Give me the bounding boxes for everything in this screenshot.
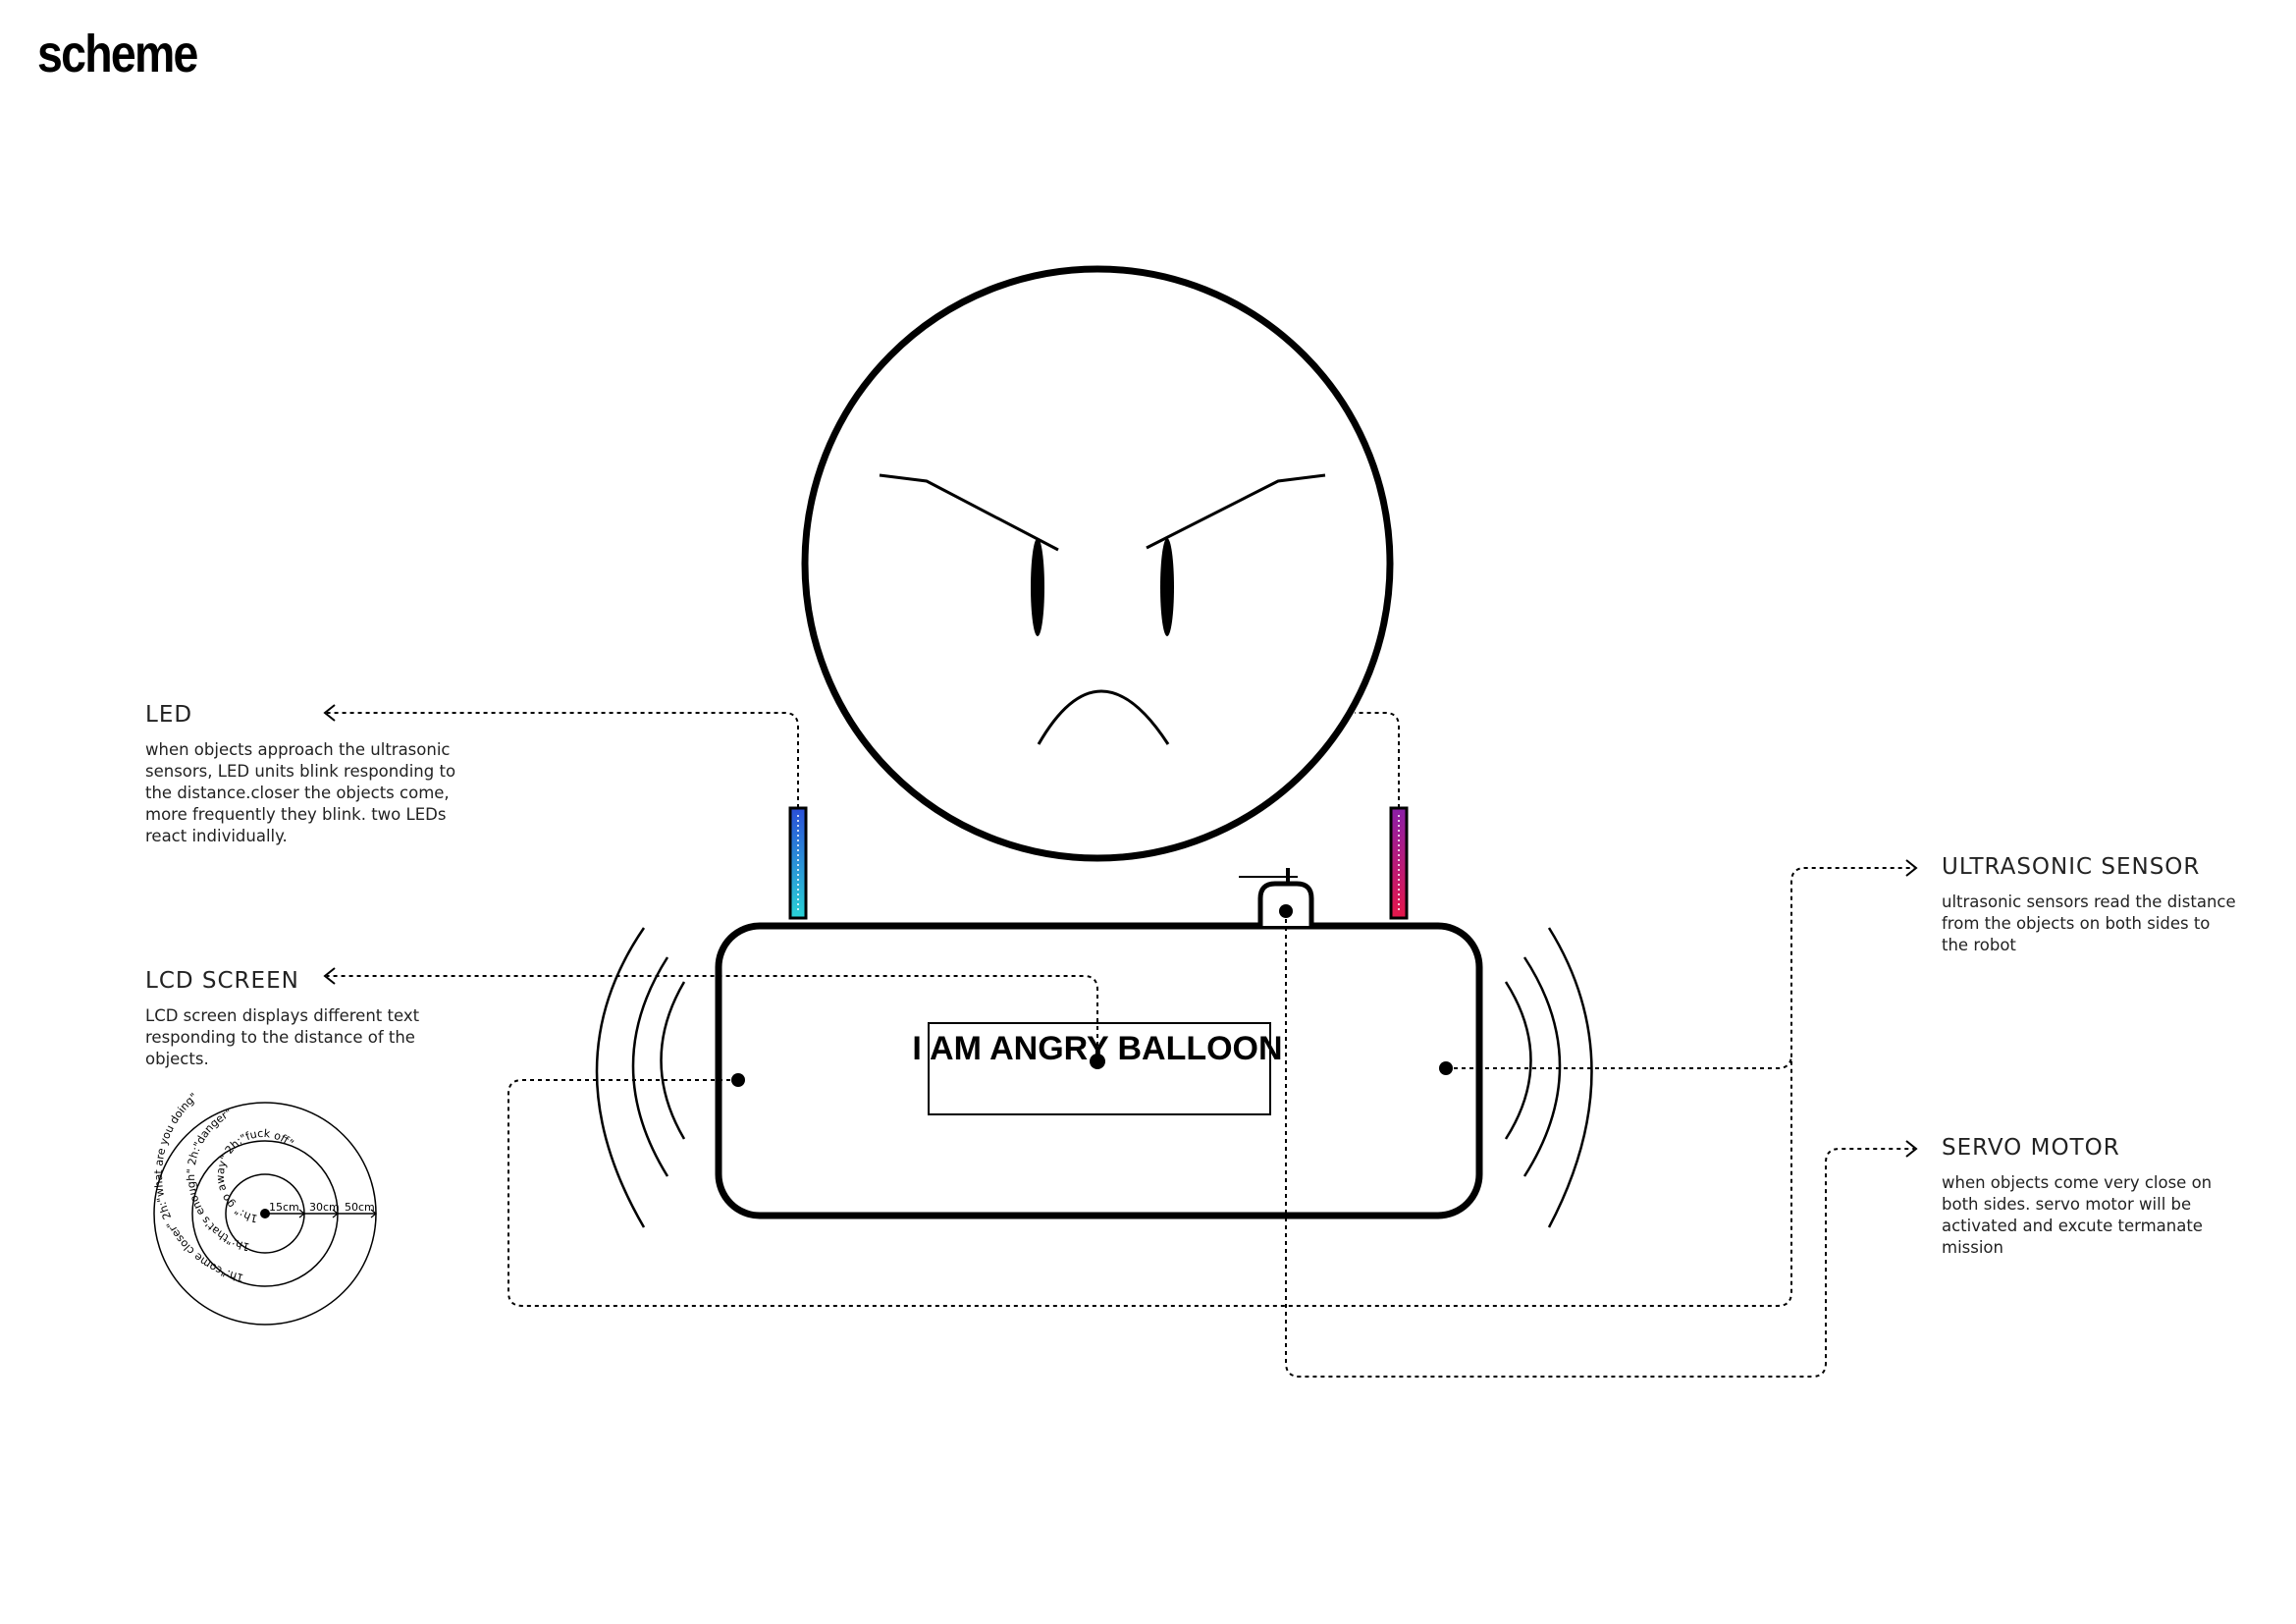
callout-ultrasonic-body: ultrasonic sensors read the distance fro… [1942, 893, 2236, 954]
frown-mouth [1037, 689, 1170, 745]
callout-led-heading: LED [145, 702, 193, 728]
callout-ultrasonic: ULTRASONIC SENSOR ultrasonic sensors rea… [1942, 854, 2236, 956]
right-eye [1160, 538, 1174, 636]
right-eyebrow [1146, 473, 1326, 550]
callout-servo: SERVO MOTOR when objects come very close… [1942, 1135, 2246, 1259]
callout-servo-heading: SERVO MOTOR [1942, 1135, 2120, 1161]
ring-label-30cm: 30cm [309, 1201, 340, 1214]
callout-lcd-heading: LCD SCREEN [145, 968, 299, 994]
ring-label-50cm: 50cm [345, 1201, 375, 1214]
ultrasonic-waves-left [595, 927, 686, 1228]
left-eye [1031, 538, 1044, 636]
ultrasonic-waves-right [1504, 927, 1593, 1228]
callout-servo-body: when objects come very close on both sid… [1942, 1173, 2213, 1257]
callout-led: LED when objects approach the ultrasonic… [145, 702, 459, 847]
led-left [788, 806, 808, 920]
left-eyebrow [879, 473, 1059, 552]
callout-ultrasonic-heading: ULTRASONIC SENSOR [1942, 854, 2201, 880]
callout-lcd: LCD SCREEN LCD screen displays different… [145, 968, 440, 1070]
servo-motor [1239, 868, 1314, 926]
ring-text-outer: 1h:"come closer" 2h:"what are you doing" [152, 1091, 244, 1284]
robot-body [715, 922, 1483, 1219]
ring-label-15cm: 15cm [269, 1201, 299, 1214]
page-title: scheme [37, 25, 198, 83]
distance-rings: 15cm 30cm 50cm 1h:" go away" 2h:"fuck of… [152, 1091, 377, 1326]
callout-lcd-body: LCD screen displays different text respo… [145, 1006, 420, 1068]
callout-led-body: when objects approach the ultrasonic sen… [145, 740, 456, 845]
balloon-face [801, 265, 1394, 862]
led-right [1389, 806, 1409, 920]
